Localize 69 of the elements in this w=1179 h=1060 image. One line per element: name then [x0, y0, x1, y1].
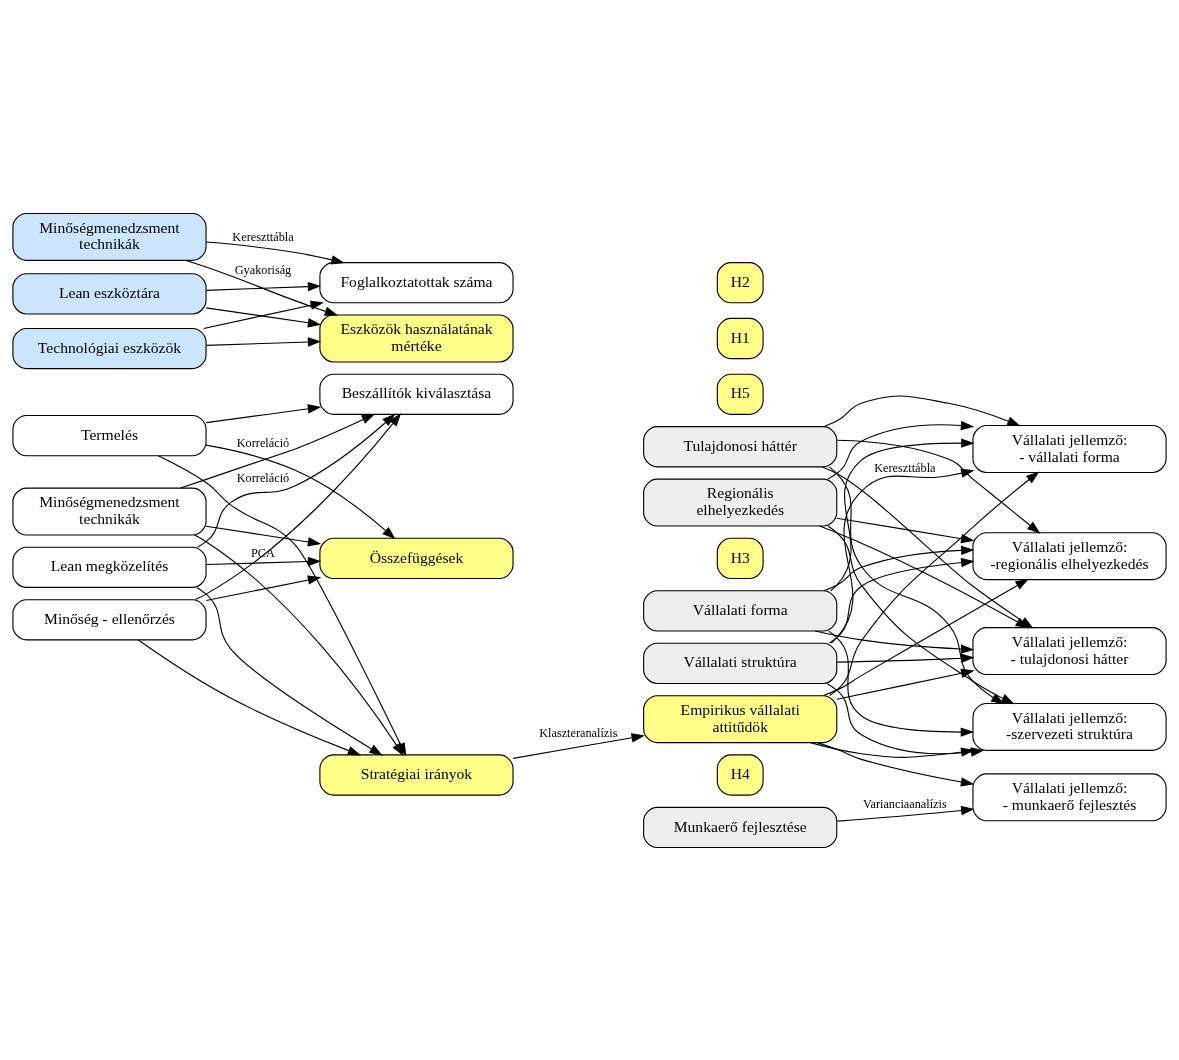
- node-box: Empirikus vállalati attitűdök: [643, 694, 838, 743]
- node-box: Vállalati forma: [643, 589, 838, 632]
- node-box: Munkaerő fejlesztése: [643, 806, 838, 848]
- edge-label: Korreláció: [236, 435, 290, 450]
- arrow: [836, 805, 975, 822]
- arrow: [203, 300, 324, 329]
- arrow: [836, 439, 1041, 534]
- arrow: [205, 306, 322, 327]
- edge-label: Kereszttábla: [232, 229, 294, 244]
- node-box: Minőségmenedzsment technikák: [12, 487, 207, 536]
- arrow: [205, 556, 322, 566]
- arrow: [137, 638, 362, 755]
- arrow: [194, 412, 402, 600]
- arrow: [205, 444, 396, 539]
- arrow: [829, 470, 1040, 696]
- node-box: Lean eszköztára: [12, 272, 207, 314]
- arrow: [827, 420, 975, 480]
- node-box: Vállalati jellemző: - tulajdonosi hátter: [972, 626, 1167, 675]
- node-box: Minőség - ellenőrzés: [12, 598, 207, 640]
- edge-label: Varianciaanalízis: [862, 796, 947, 811]
- edge-label: Kereszttábla: [874, 460, 936, 475]
- arrow: [828, 466, 1005, 704]
- node-box: Vállalati jellemző: - munkaerő fejlesztés: [972, 772, 1167, 821]
- arrow: [822, 578, 1029, 696]
- node-box: H4: [716, 753, 764, 796]
- node-box: Foglalkoztatottak száma: [319, 261, 514, 303]
- node-box: Minőségmenedzsment technikák: [12, 212, 207, 261]
- arrow: [197, 413, 396, 548]
- node-box: Vállalati struktúra: [643, 642, 838, 684]
- node-box: Összefüggések: [319, 537, 514, 579]
- arrow: [823, 545, 975, 591]
- node-box: H5: [716, 373, 764, 415]
- node-box: H3: [716, 537, 764, 579]
- arrow: [205, 281, 322, 291]
- arrow: [185, 259, 339, 316]
- node-box: H1: [716, 317, 764, 359]
- node-box: Tulajdonosi háttér: [643, 425, 838, 467]
- arrow: [205, 336, 322, 347]
- node-box: H2: [716, 261, 764, 303]
- arrow: [836, 517, 975, 543]
- arrow: [194, 534, 404, 756]
- node-box: Vállalati jellemző: -szervezeti struktúra: [972, 702, 1167, 751]
- arrow: [830, 468, 975, 644]
- node-box: Vállalati jellemző: - vállalati forma: [972, 424, 1167, 473]
- node-box: Vállalati jellemző: -regionális elhelyezkedés: [972, 531, 1167, 580]
- node-box: Termelés: [12, 414, 207, 456]
- node-box: Stratégiai irányok: [319, 753, 514, 796]
- edge-label: Korreláció: [236, 470, 290, 485]
- node-box: Beszállítók kiválasztása: [319, 373, 514, 415]
- node-box: Technológiai eszközök: [12, 327, 207, 369]
- node-box: Eszközök használatának mértéke: [319, 314, 514, 362]
- node-box: Lean megközelítés: [12, 546, 207, 588]
- arrow: [179, 413, 376, 489]
- arrow: [205, 525, 322, 547]
- arrow: [823, 394, 1021, 427]
- arrow: [828, 557, 975, 644]
- arrow: [196, 586, 383, 756]
- arrow: [205, 574, 322, 601]
- arrow: [512, 732, 645, 759]
- arrow: [205, 403, 322, 423]
- arrow: [814, 629, 975, 654]
- edge-label: Klaszteranalízis: [539, 725, 618, 740]
- arrow: [818, 524, 1029, 628]
- arrow: [827, 525, 1015, 704]
- arrow: [830, 437, 975, 591]
- edge-label: Gyakoriság: [234, 262, 292, 277]
- arrow: [836, 653, 975, 663]
- arrow: [205, 241, 345, 264]
- node-box: Regionális elhelyezkedés: [643, 478, 838, 527]
